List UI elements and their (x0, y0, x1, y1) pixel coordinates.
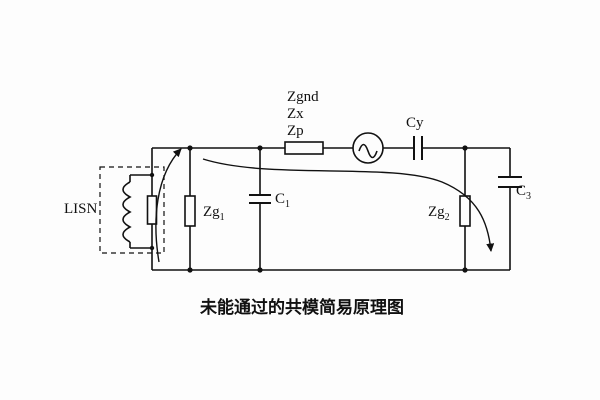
cy-label: Cy (406, 115, 424, 131)
flow-arrow-up (155, 148, 182, 263)
lisn-label: LISN (64, 201, 98, 217)
ac-source-circle (352, 132, 384, 164)
zg1-branch: Zg1 (184, 148, 225, 270)
lisn-dashed-box (99, 166, 165, 254)
cy-capacitor-group: Cy (406, 115, 424, 160)
current-flow-arrows (155, 148, 495, 263)
series-impedance: Zgnd Zx Zp (284, 89, 324, 155)
lisn-resistor (146, 195, 158, 225)
zg2-branch: Zg2 (428, 148, 471, 270)
c1-label: C1 (275, 191, 290, 210)
sine-wave-icon (358, 143, 378, 159)
zp-label: Zp (287, 123, 304, 139)
c3-branch: C3 (498, 176, 531, 202)
junction-dots (149, 145, 468, 273)
lisn-inductor-coil (122, 181, 132, 243)
flow-arrow-across-down (202, 158, 495, 252)
diagram-caption: 未能通过的共模简易原理图 (199, 297, 404, 318)
zgnd-resistor (284, 141, 324, 155)
ac-source (352, 132, 384, 164)
lisn-block: LISN (64, 166, 165, 254)
zg1-resistor (184, 195, 196, 227)
c3-label: C3 (516, 183, 531, 202)
zg1-label: Zg1 (203, 204, 225, 223)
zg2-label: Zg2 (428, 204, 450, 223)
c1-branch: C1 (249, 148, 290, 270)
zx-label: Zx (287, 106, 304, 122)
zg2-resistor (459, 195, 471, 227)
zgnd-label: Zgnd (287, 89, 319, 105)
